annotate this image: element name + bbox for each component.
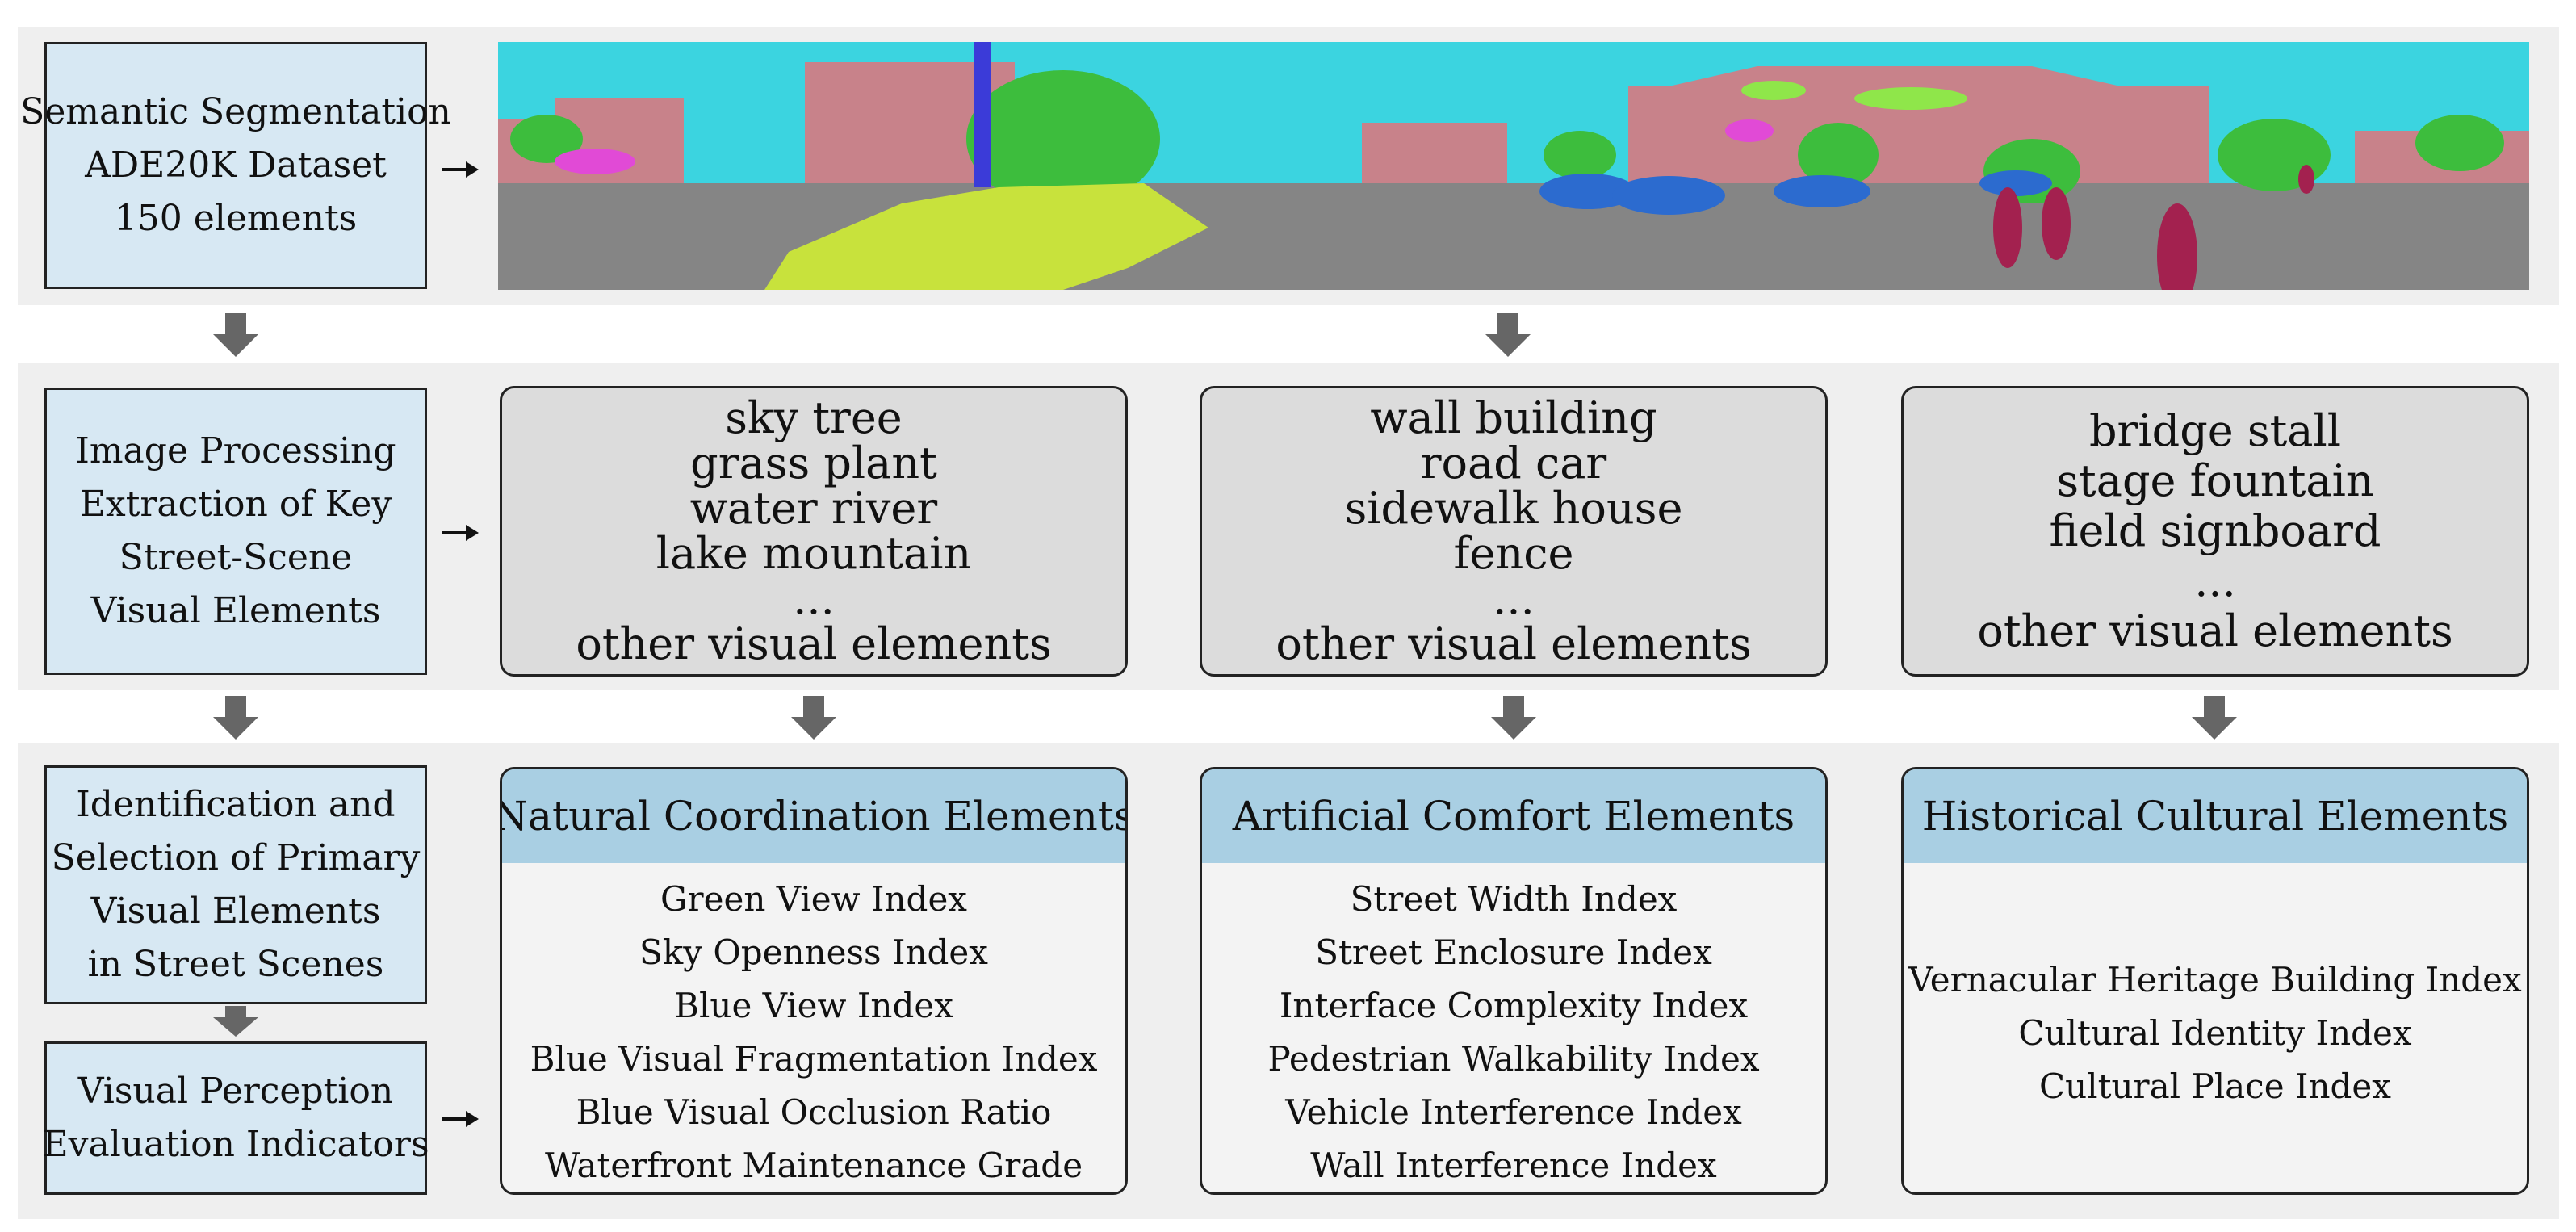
historical-element-line-5: other visual elements [1977,606,2453,656]
natural-element-line-6: other visual elements [576,618,1052,669]
artificial-element-line-3: sidewalk house [1344,483,1683,534]
natural-index-item: Blue Visual Fragmentation Index [530,1039,1098,1079]
segmentation-line-2: ADE20K Dataset [85,145,387,186]
historical-index-item: Cultural Place Index [2039,1066,2391,1106]
evaluation-box: Visual Perception Evaluation Indicators [42,1041,429,1195]
segmentation-box: Semantic Segmentation ADE20K Dataset 150… [20,42,451,289]
identification-box: Identification and Selection of Primary … [44,765,427,1004]
artificial-comfort-index-list: Street Width Index Street Enclosure Inde… [1202,863,1825,1192]
arrow-right-2 [442,522,479,544]
artificial-index-item: Interface Complexity Index [1279,986,1749,1025]
segmentation-line-3: 150 elements [114,198,358,239]
artificial-element-line-5: ... [1493,573,1535,624]
artificial-index-item: Pedestrian Walkability Index [1267,1039,1760,1079]
historical-element-line-2: stage fountain [2056,455,2374,506]
evaluation-line-1: Visual Perception [77,1071,394,1112]
natural-index-item: Blue Visual Occlusion Ratio [576,1092,1052,1132]
arrow-down-6 [2190,696,2239,740]
natural-index-item: Waterfront Maintenance Grade [544,1146,1083,1185]
natural-index-item: Sky Openness Index [639,932,988,972]
artificial-element-line-6: other visual elements [1275,618,1752,669]
historical-index-item: Vernacular Heritage Building Index [1908,960,2522,999]
historical-elements-box: bridge stall stage fountain field signbo… [1901,386,2529,677]
arrow-down-1 [212,313,260,357]
historical-element-line-1: bridge stall [2088,405,2342,456]
historical-index-item: Cultural Identity Index [2018,1013,2412,1053]
historical-element-line-4: ... [2194,555,2236,606]
identification-line-3: Visual Elements [90,890,381,932]
image-processing-box: Image Processing Extraction of Key Stree… [44,388,427,675]
arrow-right-1 [442,158,479,181]
segmentation-image [498,42,2529,290]
artificial-elements-box: wall building road car sidewalk house fe… [1200,386,1828,677]
artificial-comfort-title: Artificial Comfort Elements [1202,769,1825,863]
natural-index-item: Green View Index [660,879,967,919]
identification-line-2: Selection of Primary [51,837,421,878]
natural-index-item: Blue View Index [674,986,953,1025]
arrow-down-5 [1489,696,1538,740]
arrow-down-3 [212,696,260,740]
artificial-element-line-4: fence [1453,528,1574,579]
natural-coordination-card: Natural Coordination Elements Green View… [500,767,1128,1195]
identification-line-1: Identification and [76,784,396,825]
natural-element-line-4: lake mountain [656,528,972,579]
historical-cultural-index-list: Vernacular Heritage Building Index Cultu… [1904,863,2527,1192]
natural-coordination-title: Natural Coordination Elements [502,769,1125,863]
historical-element-line-3: field signboard [2049,505,2381,556]
natural-element-line-2: grass plant [690,438,937,488]
natural-element-line-3: water river [689,483,938,534]
image-processing-line-2: Extraction of Key [79,484,392,525]
identification-line-4: in Street Scenes [87,944,384,985]
natural-coordination-index-list: Green View Index Sky Openness Index Blue… [502,863,1125,1192]
artificial-element-line-1: wall building [1370,392,1657,443]
segmentation-line-1: Semantic Segmentation [20,91,451,132]
arrow-right-3 [442,1108,479,1130]
arrow-down-4 [790,696,838,740]
arrow-down-2 [1484,313,1532,357]
historical-cultural-title: Historical Cultural Elements [1904,769,2527,863]
image-processing-line-4: Visual Elements [90,590,381,631]
arrow-down-7 [212,1006,260,1037]
artificial-comfort-card: Artificial Comfort Elements Street Width… [1200,767,1828,1195]
artificial-index-item: Wall Interference Index [1310,1146,1717,1185]
evaluation-line-2: Evaluation Indicators [42,1124,429,1165]
image-processing-line-3: Street-Scene [119,537,353,578]
artificial-index-item: Street Enclosure Index [1315,932,1712,972]
artificial-index-item: Vehicle Interference Index [1285,1092,1742,1132]
artificial-index-item: Street Width Index [1350,879,1678,919]
historical-cultural-card: Historical Cultural Elements Vernacular … [1901,767,2529,1195]
image-processing-line-1: Image Processing [75,430,396,471]
natural-element-line-5: ... [793,573,835,624]
natural-elements-box: sky tree grass plant water river lake mo… [500,386,1128,677]
natural-element-line-1: sky tree [725,392,903,443]
artificial-element-line-2: road car [1420,438,1607,488]
